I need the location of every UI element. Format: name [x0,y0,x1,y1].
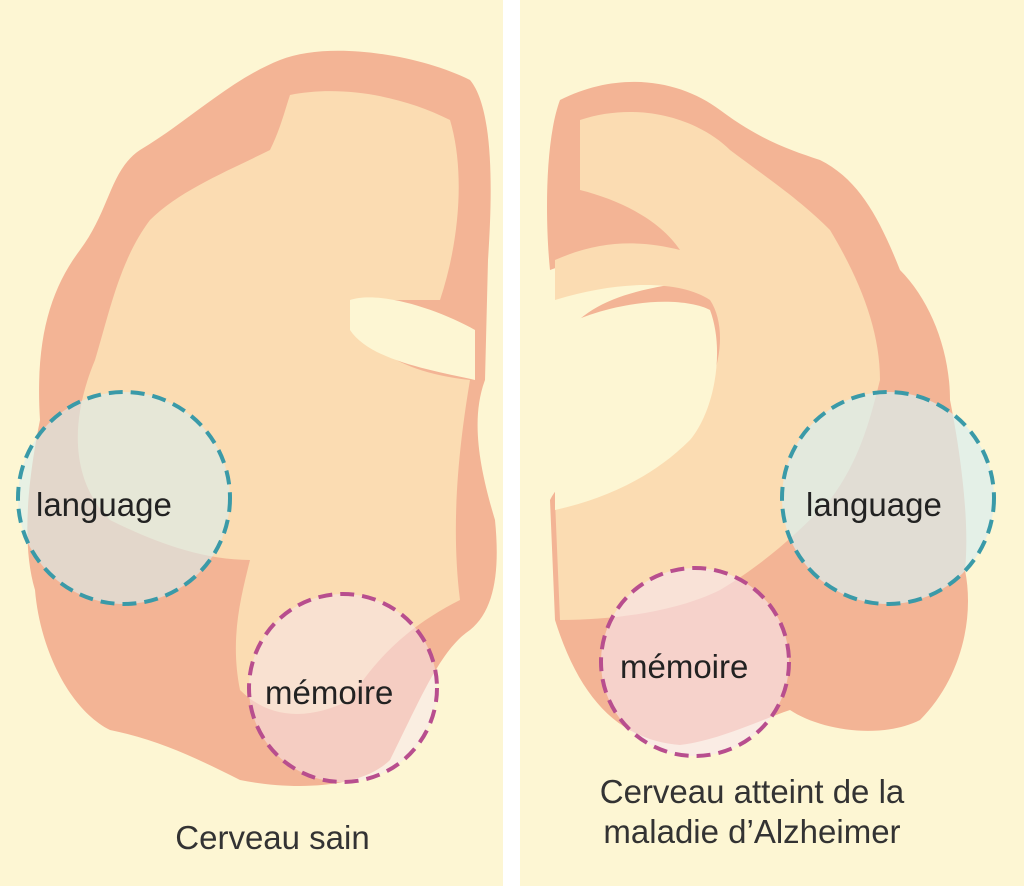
healthy-white-matter [77,91,470,714]
alzheimer-caption-line2: maladie d’Alzheimer [603,813,901,850]
healthy-language-region [16,390,232,606]
healthy-memory-region [247,592,439,784]
alzheimer-language-label: language [806,486,942,523]
alzheimer-caption-line1: Cerveau atteint de la [599,773,905,810]
alzheimer-memory-label: mémoire [620,648,749,685]
alzheimer-brain [547,81,996,758]
alzheimer-caption: Cerveau atteint de la maladie d’Alzheime… [520,772,984,852]
healthy-caption: Cerveau sain [175,819,370,856]
healthy-language-label: language [36,486,172,523]
alzheimer-ventricle [555,301,718,510]
healthy-brain [16,50,497,786]
alzheimer-language-region [780,390,996,606]
healthy-memory-label: mémoire [265,674,394,711]
healthy-fissure [350,297,475,380]
alzheimer-memory-region [599,566,791,758]
